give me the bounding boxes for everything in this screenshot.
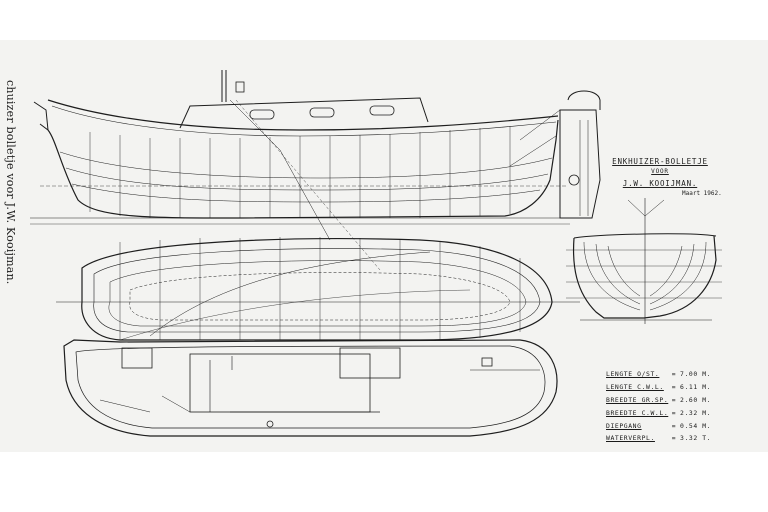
spec-row: LENGTE C.W.L. = 6.11 M. [606, 381, 756, 394]
drawing-title: ENKHUIZER-BOLLETJE [612, 157, 708, 166]
mast [221, 70, 227, 102]
deck-plan-outline [63, 339, 558, 437]
plan-outer-outline [81, 238, 553, 341]
spec-equals: = [671, 421, 677, 430]
bow-stem [33, 101, 49, 132]
hatch-rect [481, 357, 493, 367]
spec-value: 7.00 M. [680, 370, 712, 379]
profile-hull-outline [47, 119, 559, 219]
deck-plan-view [63, 339, 558, 437]
page-edge-caption: chuizer bolletje voor J.W. Kooijman. [4, 80, 17, 285]
spec-value: 3.32 T. [680, 434, 712, 443]
half-breadth-view [56, 237, 580, 341]
spec-label: DIEPGANG [606, 421, 642, 430]
spec-value: 2.60 M. [680, 395, 712, 404]
spec-equals: = [671, 370, 677, 379]
specifications-table: LENGTE O/ST. = 7.00 M. LENGTE C.W.L. = 6… [606, 368, 756, 445]
spec-label: BREEDTE C.W.L. [606, 408, 669, 417]
drawing-title-owner: J.W. KOOIJMAN. [622, 179, 698, 188]
drawing-title-block: ENKHUIZER-BOLLETJE VOOR J.W. KOOIJMAN. [590, 157, 730, 188]
drawing-date: Maart 1962. [682, 190, 722, 197]
cabin-outline [179, 97, 429, 129]
porthole-1 [249, 109, 275, 120]
spec-equals: = [671, 395, 677, 404]
spec-equals: = [671, 383, 677, 392]
spec-label: LENGTE O/ST. [606, 370, 660, 379]
spec-label: LENGTE C.W.L. [606, 383, 664, 392]
porthole-2 [309, 107, 335, 118]
drawing-sheet: chuizer bolletje voor J.W. Kooijman. ENK… [0, 40, 768, 452]
spec-value: 2.32 M. [680, 408, 712, 417]
spec-label: BREEDTE GR.SP. [606, 395, 669, 404]
spec-label: WATERVERPL. [606, 434, 655, 443]
spec-equals: = [671, 408, 677, 417]
body-plan-view [566, 198, 722, 324]
lines-plan-drawing [30, 70, 722, 437]
drawing-title-for: VOOR [651, 168, 669, 175]
spec-value: 6.11 M. [680, 383, 712, 392]
spec-row: BREEDTE C.W.L. = 2.32 M. [606, 406, 756, 419]
body-plan-outline [572, 235, 717, 319]
cockpit-rect [189, 353, 371, 413]
profile-view [30, 70, 601, 271]
profile-sheer-line [47, 99, 559, 131]
spec-row: DIEPGANG = 0.54 M. [606, 419, 756, 432]
spec-value: 0.54 M. [680, 421, 712, 430]
spec-row: WATERVERPL. = 3.32 T. [606, 432, 756, 445]
rudder [559, 109, 601, 219]
spec-equals: = [671, 434, 677, 443]
spec-row: LENGTE O/ST. = 7.00 M. [606, 368, 756, 381]
spec-row: BREEDTE GR.SP. = 2.60 M. [606, 394, 756, 407]
porthole-3 [369, 105, 395, 116]
